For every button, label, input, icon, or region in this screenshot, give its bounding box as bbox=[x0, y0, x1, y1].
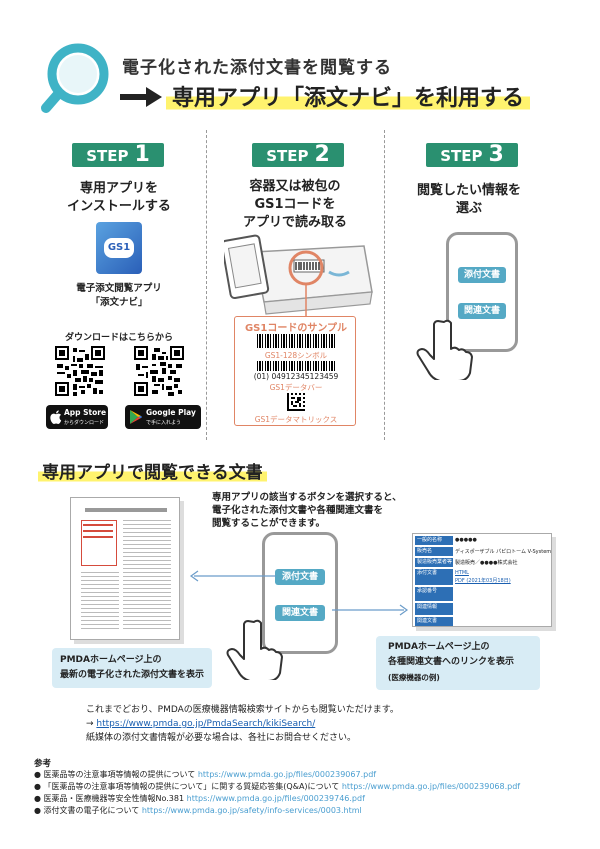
package-scan-illustration bbox=[224, 234, 373, 318]
table-header: 一般的名称 bbox=[415, 536, 453, 545]
arrow-right-icon-2 bbox=[332, 604, 409, 616]
phone-illustration-2: 添付文書 関連文書 bbox=[262, 532, 338, 654]
table-header: 添付文書 bbox=[415, 569, 453, 585]
references-list: ● 医薬品等の注意事項等情報の提供について https://www.pmda.g… bbox=[34, 769, 586, 817]
reference-link[interactable]: https://www.pmda.go.jp/files/000239068.p… bbox=[341, 782, 521, 791]
qr-code-google-play[interactable] bbox=[134, 346, 184, 396]
google-play-sublabel: で手に入れよう bbox=[146, 420, 182, 426]
related-doc-button-2[interactable]: 関連文書 bbox=[275, 605, 325, 621]
attached-document-image bbox=[70, 497, 180, 640]
app-icon[interactable]: GS1 bbox=[96, 222, 142, 274]
pmda-search-link[interactable]: https://www.pmda.go.jp/PmdaSearch/kikiSe… bbox=[96, 719, 316, 729]
step-divider bbox=[384, 130, 385, 440]
related-docs-table-image: 一般的名称 ●●●●● 販売名 ディスポーザブル パピロトーム V-System… bbox=[412, 533, 552, 627]
gs1-sample-card: GS1コードのサンプル GS1-128シンボル (01) 04912345123… bbox=[234, 316, 356, 426]
reference-item: ● 添付文書の電子化について https://www.pmda.go.jp/sa… bbox=[34, 806, 362, 815]
attached-doc-button[interactable]: 添付文書 bbox=[458, 267, 506, 283]
hand-pointer-icon bbox=[416, 319, 473, 380]
gs1-128-label: GS1-128シンボル bbox=[264, 351, 328, 360]
step-3-text: 閲覧したい情報を選ぶ bbox=[416, 183, 521, 216]
right-callout: PMDAホームページ上の 各種関連文書へのリンクを表示 (医療機器の例) bbox=[376, 636, 540, 690]
apple-icon bbox=[50, 410, 62, 424]
google-play-label: Google Play bbox=[146, 408, 196, 417]
reference-item: ● 医薬品・医療機器等安全性情報No.381 https://www.pmda.… bbox=[34, 794, 365, 803]
barcode-number: (01) 04912345123459 bbox=[253, 372, 339, 381]
gs1-databar bbox=[257, 361, 337, 371]
html-link[interactable]: HTML bbox=[455, 570, 469, 576]
reference-item: ● 医薬品等の注意事項等情報の提供について https://www.pmda.g… bbox=[34, 770, 377, 779]
app-icon-label: GS1 bbox=[104, 238, 134, 258]
reference-item: ● 「医薬品等の注意事項等情報の提供について」に関する質疑応答集(Q&A)につい… bbox=[34, 782, 521, 791]
step-1-text: 専用アプリをインストールする bbox=[67, 181, 171, 214]
gs1-datamatrix bbox=[287, 393, 305, 411]
app-store-button[interactable]: App Store からダウンロード bbox=[46, 405, 108, 429]
app-store-label: App Store bbox=[64, 408, 107, 417]
app-store-sublabel: からダウンロード bbox=[64, 420, 105, 426]
google-play-icon bbox=[130, 410, 142, 424]
table-header: 関連情報 bbox=[415, 603, 453, 615]
table-product: ディスポーザブル パピロトーム V-System bbox=[455, 549, 551, 555]
related-doc-button[interactable]: 関連文書 bbox=[458, 303, 506, 319]
databar-label: GS1データバー bbox=[269, 383, 323, 392]
magnifier-icon bbox=[41, 43, 109, 113]
arrow-right-icon bbox=[120, 87, 162, 107]
hand-pointer-icon-2 bbox=[226, 619, 283, 680]
datamatrix-label: GS1データマトリックス bbox=[254, 415, 338, 424]
google-play-button[interactable]: Google Play で手に入れよう bbox=[125, 405, 201, 429]
app-name: 電子添文閲覧アプリ「添文ナビ」 bbox=[76, 283, 162, 308]
table-header: 関連文書 bbox=[415, 617, 453, 626]
table-header: 製造販売業者等 bbox=[415, 558, 453, 567]
step-divider bbox=[206, 130, 207, 440]
header-subtitle: 専用アプリ「添文ナビ」を利用する bbox=[166, 80, 531, 112]
left-callout: PMDAホームページ上の 最新の電子化された添付文書を表示 bbox=[52, 648, 212, 688]
download-label: ダウンロードはこちらから bbox=[64, 333, 173, 343]
table-company: 製造販売／●●●●株式会社 bbox=[455, 560, 518, 566]
section-description: 専用アプリの該当するボタンを選択すると、 電子化された添付文書や各種関連文書を … bbox=[212, 492, 402, 529]
reference-link[interactable]: https://www.pmda.go.jp/files/000239746.p… bbox=[186, 794, 365, 803]
table-header: 販売名 bbox=[415, 547, 453, 556]
pdf-link[interactable]: PDF (2021年03月18日) bbox=[455, 578, 511, 584]
phone-illustration: 添付文書 関連文書 bbox=[446, 232, 518, 352]
references-title: 参考 bbox=[34, 759, 52, 769]
reference-link[interactable]: https://www.pmda.go.jp/safety/info-servi… bbox=[141, 806, 362, 815]
qr-code-app-store[interactable] bbox=[55, 346, 105, 396]
gs1-128-barcode bbox=[257, 334, 337, 348]
header-title: 電子化された添付文書を閲覧する bbox=[122, 58, 392, 78]
sample-title: GS1コードのサンプル bbox=[244, 323, 348, 334]
reference-link[interactable]: https://www.pmda.go.jp/files/000239067.p… bbox=[197, 770, 377, 779]
arrow-left-icon bbox=[189, 570, 276, 582]
table-header: 承認番号 bbox=[415, 587, 453, 601]
attached-doc-button-2[interactable]: 添付文書 bbox=[275, 569, 325, 585]
footer-note: これまでどおり、PMDAの医療機器情報検索サイトからも閲覧いただけます。 → h… bbox=[86, 705, 399, 743]
section-title: 専用アプリで閲覧できる文書 bbox=[38, 458, 267, 483]
